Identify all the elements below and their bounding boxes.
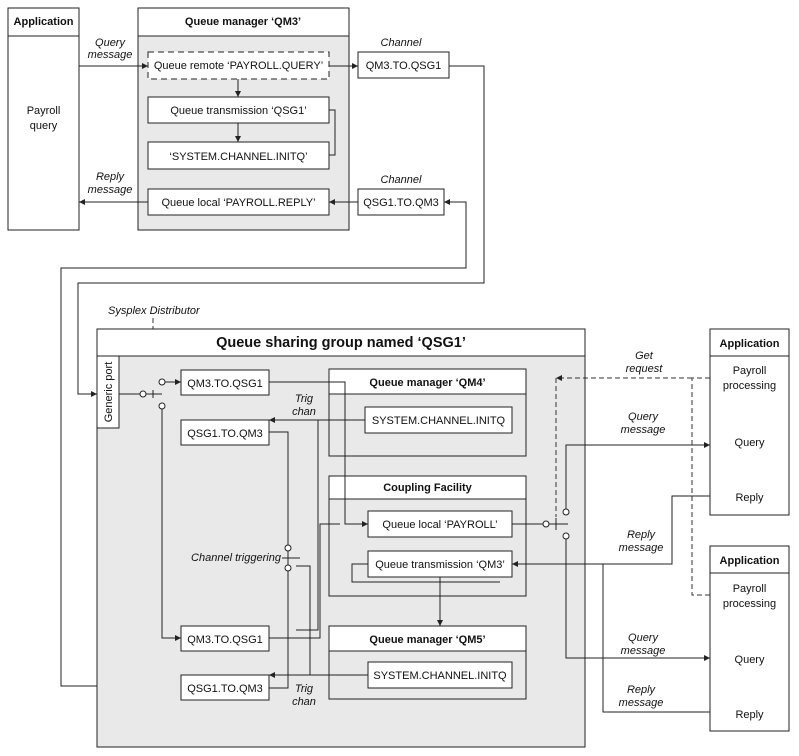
channel-qsg1-to-qm3-upper: QSG1.TO.QM3 — [180, 419, 270, 446]
payroll-query-line2: query — [30, 120, 58, 132]
get-request-1: Get — [635, 350, 654, 362]
qm5-queue-manager: Queue manager ‘QM5’ SYSTEM.CHANNEL.INITQ — [328, 625, 527, 700]
queue-local-payroll-reply: Queue local ‘PAYROLL.REPLY’ — [161, 197, 315, 209]
svg-text:QSG1.TO.QM3: QSG1.TO.QM3 — [363, 197, 439, 209]
channel-triggering-label: Channel triggering — [191, 552, 282, 564]
queue-transmission-qsg1: Queue transmission ‘QSG1’ — [170, 105, 306, 117]
payroll-processing-app-2: Application Payroll processing Query Rep… — [709, 545, 790, 732]
channel-qsg1-to-qm3-top: QSG1.TO.QM3 — [357, 188, 445, 216]
top-reply-message-1: Reply — [96, 171, 126, 183]
right-query-message-2b: message — [621, 645, 666, 657]
svg-text:processing: processing — [723, 380, 776, 392]
channel-qsg1-to-qm3-lower: QSG1.TO.QM3 — [180, 674, 270, 701]
app1-query: Query — [735, 437, 765, 449]
svg-text:processing: processing — [723, 598, 776, 610]
channel-label-2: Channel — [381, 174, 423, 186]
qm5-title: Queue manager ‘QM5’ — [369, 634, 485, 646]
svg-text:Application: Application — [720, 555, 780, 567]
svg-text:Generic port: Generic port — [103, 362, 115, 423]
qm5-initq: SYSTEM.CHANNEL.INITQ — [373, 670, 507, 682]
queue-local-payroll: Queue local ‘PAYROLL’ — [382, 519, 497, 531]
payroll-query-line1: Payroll — [27, 105, 61, 117]
qm4-queue-manager: Queue manager ‘QM4’ SYSTEM.CHANNEL.INITQ — [328, 368, 527, 457]
svg-text:Payroll: Payroll — [733, 583, 767, 595]
qm3-title: Queue manager ‘QM3’ — [185, 16, 301, 28]
top-application-box: Application Payroll query — [7, 7, 80, 231]
svg-text:QSG1.TO.QM3: QSG1.TO.QM3 — [187, 428, 263, 440]
right-reply-message-2a: Reply — [627, 684, 657, 696]
app1-reply: Reply — [735, 492, 764, 504]
right-reply-message-1b: message — [619, 542, 664, 554]
channel-qm3-to-qsg1-upper: QM3.TO.QSG1 — [180, 369, 270, 396]
svg-text:QM3.TO.QSG1: QM3.TO.QSG1 — [187, 378, 263, 390]
channel-qm3-to-qsg1-top: QM3.TO.QSG1 — [357, 51, 450, 79]
top-query-message-1: Query — [95, 37, 126, 49]
top-query-message-2: message — [88, 49, 133, 61]
coupling-facility: Coupling Facility Queue local ‘PAYROLL’ … — [328, 475, 527, 597]
trig-chan-lower-2: chan — [292, 696, 316, 708]
svg-text:QSG1.TO.QM3: QSG1.TO.QM3 — [187, 683, 263, 695]
cf-title: Coupling Facility — [383, 482, 472, 494]
channel-qm3-to-qsg1-lower: QM3.TO.QSG1 — [180, 625, 270, 652]
qm3-queue-manager: Queue manager ‘QM3’ Queue remote ‘PAYROL… — [137, 7, 350, 231]
queue-remote-payroll-query: Queue remote ‘PAYROLL.QUERY’ — [154, 60, 323, 72]
svg-text:QM3.TO.QSG1: QM3.TO.QSG1 — [366, 60, 442, 72]
sysplex-distributor-label: Sysplex Distributor — [108, 305, 201, 317]
app2-query: Query — [735, 654, 765, 666]
get-request-2: request — [626, 363, 664, 375]
svg-text:QM3.TO.QSG1: QM3.TO.QSG1 — [187, 634, 263, 646]
right-query-message-2a: Query — [628, 632, 659, 644]
system-channel-initq-qm3: ‘SYSTEM.CHANNEL.INITQ’ — [169, 151, 307, 163]
right-reply-message-1a: Reply — [627, 529, 657, 541]
trig-chan-upper-2: chan — [292, 406, 316, 418]
trig-chan-lower-1: Trig — [295, 683, 314, 695]
top-reply-message-2: message — [88, 184, 133, 196]
queue-transmission-qm3: Queue transmission ‘QM3’ — [375, 559, 505, 571]
qsg-title: Queue sharing group named ‘QSG1’ — [216, 335, 466, 351]
payroll-processing-app-1: Application Payroll processing Query Rep… — [709, 328, 790, 516]
right-query-message-1b: message — [621, 424, 666, 436]
right-reply-message-2b: message — [619, 697, 664, 709]
svg-text:Payroll: Payroll — [733, 365, 767, 377]
qm4-title: Queue manager ‘QM4’ — [369, 377, 485, 389]
top-application-header: Application — [14, 16, 74, 28]
generic-port: Generic port — [96, 355, 120, 429]
svg-text:Application: Application — [720, 338, 780, 350]
right-query-message-1a: Query — [628, 411, 659, 423]
trig-chan-upper-1: Trig — [295, 393, 314, 405]
channel-label-1: Channel — [381, 37, 423, 49]
app2-reply: Reply — [735, 709, 764, 721]
qm4-initq: SYSTEM.CHANNEL.INITQ — [372, 415, 506, 427]
